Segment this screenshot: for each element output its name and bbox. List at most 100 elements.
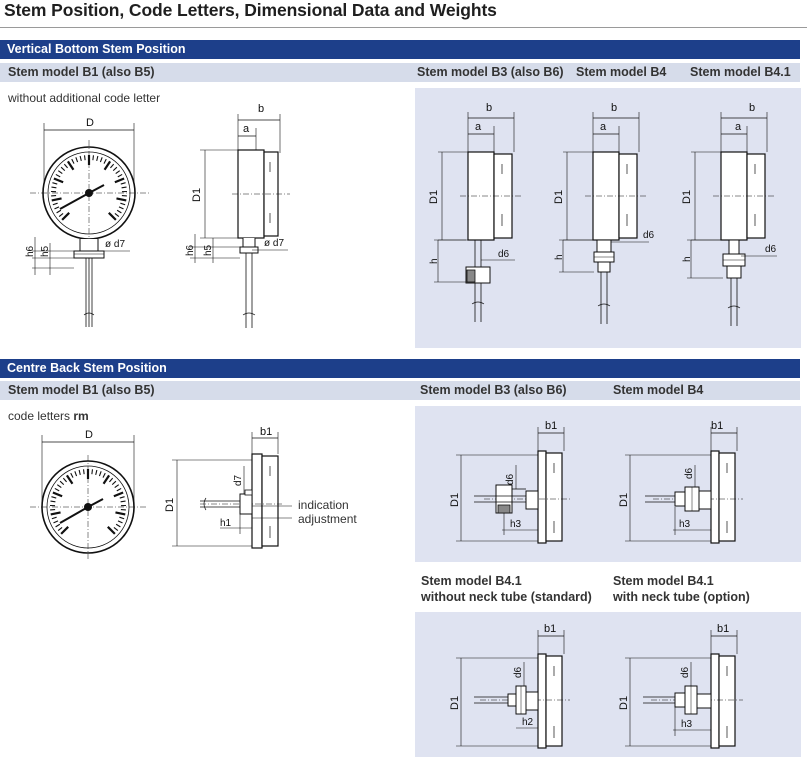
label-vertical-b4: Stem model B4: [576, 65, 667, 79]
label-centre-b1: Stem model B1 (also B5): [8, 383, 155, 397]
dial-tick: [108, 212, 117, 221]
svg-text:b1: b1: [545, 420, 557, 432]
indication-adjustment-line1: indication: [298, 498, 349, 512]
stem-b4-centre-diagram: b1 D1 d6 h3: [618, 420, 743, 544]
dial-tick: [120, 202, 126, 206]
dial-tick: [116, 487, 122, 492]
label-b41-option-1: Stem model B4.1: [613, 574, 714, 588]
label-vertical-b3: Stem model B3 (also B6): [417, 65, 564, 79]
dial-tick: [102, 474, 111, 485]
dial-tick: [50, 511, 61, 516]
dial-tick: [113, 526, 119, 531]
dial-tick: [63, 163, 68, 169]
svg-text:d6: d6: [680, 666, 691, 678]
section-header-centre: Centre Back Stem Position: [0, 359, 800, 378]
dial-tick: [62, 477, 67, 483]
dial-tick: [103, 158, 107, 164]
svg-text:D1: D1: [164, 498, 176, 512]
dial-tick: [70, 472, 74, 478]
indication-adjustment-line2: adjustment: [298, 512, 357, 526]
svg-text:D1: D1: [618, 696, 630, 710]
subheader-vertical: [0, 63, 800, 82]
dim-b: b: [258, 103, 264, 115]
gauge-side-vertical-diagram: b a D1 h6 h5 ø d7: [185, 103, 290, 328]
dial-tick: [74, 471, 78, 477]
svg-text:b: b: [611, 102, 617, 114]
dial-tick: [96, 155, 99, 162]
dial-tick: [56, 209, 62, 214]
dial-tick: [116, 197, 127, 202]
dial-tick: [65, 474, 74, 485]
dial-tick: [51, 186, 57, 189]
dial-tick: [109, 477, 114, 483]
svg-text:D1: D1: [449, 696, 461, 710]
dial-tick: [118, 206, 124, 210]
dial-tick: [119, 516, 125, 520]
dial-tick: [55, 173, 61, 178]
dial-tick: [51, 516, 57, 520]
dial-tick: [53, 177, 64, 184]
dial-tick: [71, 158, 75, 164]
note-centre: code letters rm: [8, 409, 89, 423]
dial-tick: [66, 160, 75, 171]
section-header-vertical: Vertical Bottom Stem Position: [0, 40, 800, 59]
label-vertical-b1: Stem model B1 (also B5): [8, 65, 155, 79]
gauge-side-centre-diagram: b1 D1 d7 h1: [164, 426, 292, 549]
dial-tick: [57, 526, 63, 531]
dial-tick: [115, 523, 121, 528]
svg-text:D1: D1: [618, 493, 630, 507]
dial-tick: [51, 496, 57, 499]
svg-text:a: a: [475, 121, 482, 133]
dial-tick: [115, 170, 121, 175]
label-b41-standard-2: without neck tube (standard): [421, 590, 592, 604]
label-centre-b3: Stem model B3 (also B6): [420, 383, 567, 397]
label-centre-b4: Stem model B4: [613, 383, 704, 397]
dial-tick: [110, 163, 115, 169]
dial-tick: [56, 484, 62, 489]
svg-text:D1: D1: [553, 190, 565, 204]
dial-tick: [112, 166, 118, 172]
panel-centre-b3-b4: [415, 406, 801, 562]
dial-tick: [113, 491, 124, 498]
dial-tick: [116, 209, 122, 214]
dial-tick: [83, 155, 86, 161]
subheader-centre: [0, 381, 800, 400]
dial-tick: [60, 526, 69, 535]
svg-text:h: h: [682, 256, 693, 262]
dial-tick: [51, 197, 62, 202]
svg-text:d6: d6: [513, 666, 524, 678]
svg-text:b1: b1: [544, 623, 556, 635]
svg-text:b1: b1: [260, 426, 272, 438]
dial-tick: [117, 520, 123, 524]
stem-b41-vertical-diagram: b a D1 h d6: [681, 102, 777, 326]
gauge-front-vertical-diagram: D h6 h5 ø d7: [25, 117, 150, 327]
dial-tick: [120, 500, 126, 503]
svg-text:h3: h3: [510, 519, 522, 530]
dial-tick: [107, 526, 116, 535]
dial-tick: [99, 157, 103, 163]
dial-tick: [52, 182, 58, 185]
svg-text:d6: d6: [765, 244, 777, 255]
title-divider: [0, 27, 807, 28]
dial-tick: [91, 469, 94, 475]
dial-tick: [111, 480, 117, 486]
dial-tick: [121, 186, 127, 189]
dial-tick: [60, 166, 66, 172]
svg-text:d6: d6: [505, 473, 516, 485]
svg-text:h: h: [429, 258, 440, 264]
dial-tick: [114, 484, 120, 489]
note-vertical: without additional code letter: [8, 91, 161, 105]
stem-b41-option-diagram: b1 D1 d6 h3: [618, 623, 743, 749]
svg-text:b: b: [749, 102, 755, 114]
dial-tick: [102, 472, 106, 478]
dial-tick: [61, 212, 70, 221]
svg-text:h2: h2: [522, 717, 534, 728]
svg-text:d6: d6: [498, 249, 510, 260]
svg-text:D: D: [85, 429, 93, 441]
svg-text:h: h: [554, 254, 565, 260]
page-title: Stem Position, Code Letters, Dimensional…: [4, 0, 497, 20]
svg-text:h6: h6: [185, 244, 196, 256]
stem-b4-vertical-diagram: b a D1 h d6: [553, 102, 655, 324]
dim-D1: D1: [191, 188, 203, 202]
dial-tick: [95, 469, 98, 476]
